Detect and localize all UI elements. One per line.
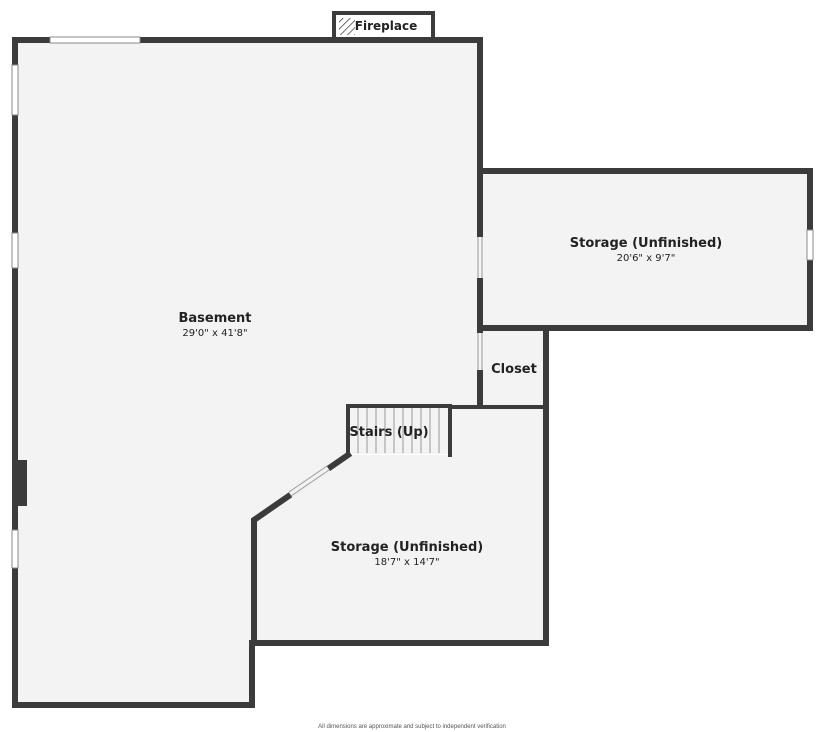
window-top — [49, 36, 141, 44]
window-left-2 — [11, 232, 19, 269]
stair-treads — [357, 408, 440, 453]
storage-lower-name: Storage (Unfinished) — [331, 540, 484, 555]
basement-dimensions: 29'0" x 41'8" — [182, 328, 247, 339]
stairs-name: Stairs (Up) — [349, 425, 428, 440]
storage-lower-floor — [254, 408, 546, 643]
windows — [11, 36, 814, 569]
closet-floor — [482, 330, 546, 406]
closet-name: Closet — [491, 362, 537, 377]
window-left-1 — [11, 64, 19, 116]
basement-left-wall — [12, 37, 255, 708]
room-labels: Basement 29'0" x 41'8" Storage (Unfinish… — [178, 236, 722, 568]
left-wall-fireplace — [15, 460, 27, 506]
storage-upper-floor — [482, 171, 810, 328]
fireplace-label: Fireplace — [355, 19, 417, 33]
stairs-wall — [346, 404, 452, 457]
basement-name: Basement — [178, 311, 251, 326]
window-left-3 — [11, 529, 19, 569]
storage-upper-name: Storage (Unfinished) — [570, 236, 723, 251]
footnote: All dimensions are approximate and subje… — [318, 724, 506, 730]
fireplace: Fireplace — [332, 11, 435, 41]
floor-fills — [15, 40, 810, 705]
basement-outer-wall — [12, 37, 483, 409]
door-gap-storage-lower — [287, 464, 331, 498]
storage-lower-dimensions: 18'7" x 14'7" — [374, 557, 439, 568]
window-right-storage — [806, 229, 814, 261]
door-openings — [287, 237, 484, 498]
storage-upper-dimensions: 20'6" x 9'7" — [617, 253, 676, 264]
basement-floor — [15, 40, 480, 705]
